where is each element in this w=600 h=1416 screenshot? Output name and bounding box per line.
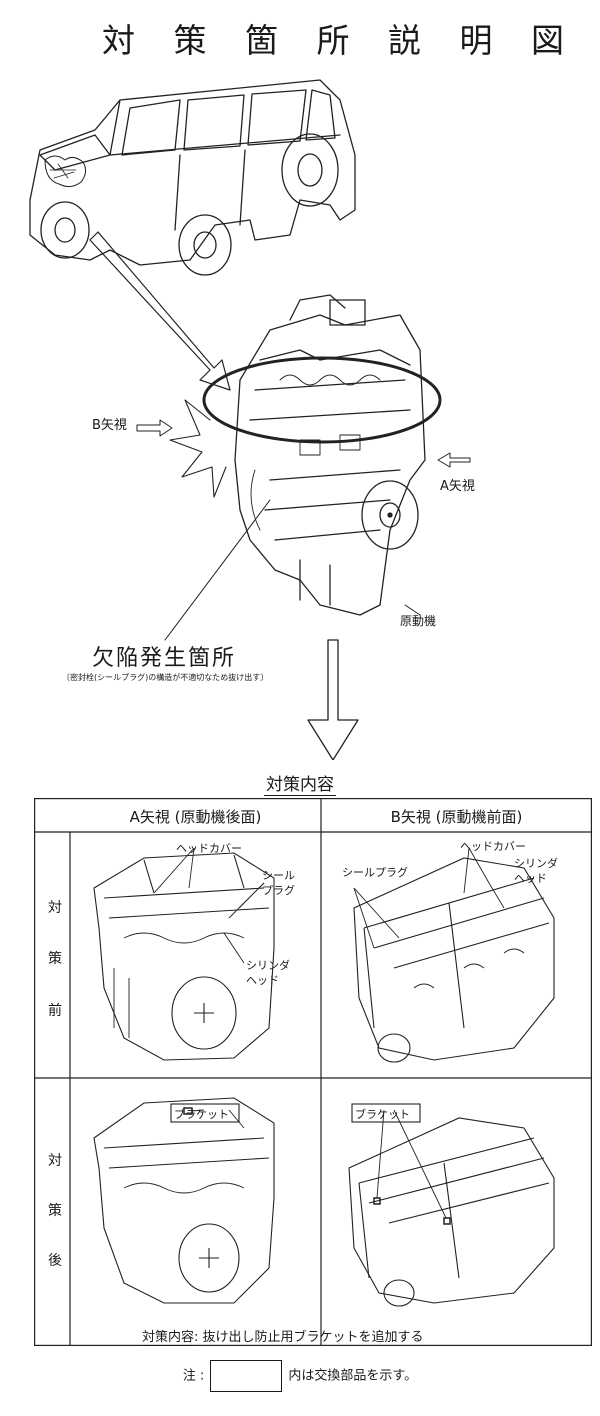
col-header-a: A矢視 (原動機後面) — [129, 808, 262, 826]
page-title: 対 策 箇 所 説 明 図 — [102, 21, 578, 60]
engine-leader-line — [404, 604, 421, 616]
note-suffix: 内は交換部品を示す。 — [288, 1368, 418, 1384]
label-head-cover-a: ヘッドカバー — [176, 842, 242, 855]
note-box-sample — [210, 1360, 283, 1392]
defect-leader-line — [164, 499, 271, 641]
row-after-char-1: 対 — [48, 1153, 62, 1169]
bracket-box-b — [351, 1103, 421, 1123]
a-view-label: A矢視 — [440, 479, 475, 494]
engine-illustration — [169, 294, 426, 616]
label-cylinder-head-b: シリンダ ヘッド — [514, 857, 558, 885]
down-arrow — [307, 639, 359, 760]
summary-label: 対策内容 — [142, 1330, 195, 1346]
engine-label: 原動機 — [400, 614, 437, 628]
row-before-char-1: 対 — [48, 900, 62, 916]
countermeasure-table — [34, 798, 592, 1346]
row-after-char-2: 策 — [48, 1203, 62, 1219]
row-after-char-3: 後 — [48, 1253, 62, 1269]
bracket-box-a — [170, 1103, 240, 1123]
label-seal-plug-a: シール プラグ — [262, 869, 295, 897]
engine-b-before — [353, 857, 555, 1063]
label-cylinder-head-a: シリンダ ヘッド — [246, 959, 290, 987]
legend-note: 注 : 内は交換部品を示す。 — [0, 1360, 600, 1392]
countermeasure-summary: 対策内容: 抜け出し防止用ブラケットを追加する — [142, 1326, 424, 1346]
pointer-arrow — [89, 231, 231, 391]
label-bracket-b: ブラケット — [355, 1108, 410, 1121]
a-view-arrow — [437, 452, 471, 468]
suv-illustration — [29, 79, 356, 276]
defect-title: 欠陥発生箇所 — [92, 646, 237, 671]
table-border — [34, 798, 592, 1346]
engine-a-after — [93, 1097, 275, 1304]
b-view-arrow — [136, 419, 173, 437]
engine-a-before — [93, 852, 275, 1061]
summary-text: : 抜け出し防止用ブラケットを追加する — [194, 1330, 424, 1345]
label-bracket-a: ブラケット — [174, 1108, 229, 1121]
defect-highlight-ellipse — [202, 356, 442, 444]
b-view-label: B矢視 — [92, 418, 127, 433]
row-before-char-2: 策 — [48, 951, 62, 967]
col-header-b: B矢視 (原動機前面) — [390, 808, 523, 826]
label-head-cover-b: ヘッドカバー — [460, 840, 526, 853]
label-seal-plug-b: シールプラグ — [342, 866, 408, 879]
row-before-char-3: 前 — [48, 1003, 62, 1019]
countermeasure-title: 対策内容 — [264, 775, 336, 796]
note-prefix: 注 : — [182, 1368, 205, 1384]
defect-note: 〔密封栓(シールプラグ)の構造が不適切なため抜け出す〕 — [62, 673, 269, 682]
engine-b-after — [348, 1117, 555, 1307]
overview-illustration — [29, 79, 471, 760]
leader-lines — [153, 847, 505, 1219]
